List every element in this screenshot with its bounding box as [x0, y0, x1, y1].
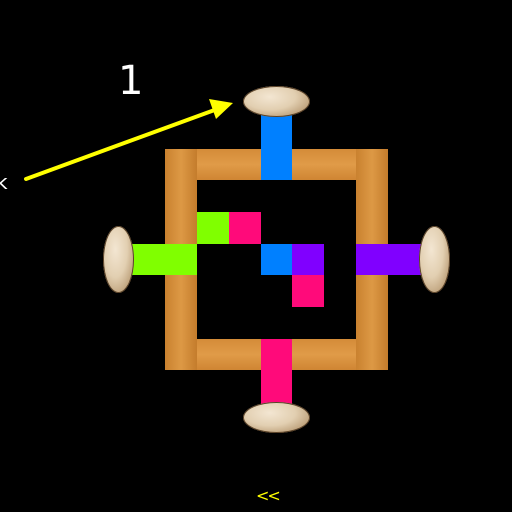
- hint-step-number: 1: [118, 58, 144, 104]
- plunger-knob-bottom[interactable]: [243, 402, 310, 433]
- blue-block[interactable]: [261, 244, 292, 275]
- plunger-knob-left[interactable]: [103, 226, 134, 293]
- pink-block-top[interactable]: [229, 212, 261, 244]
- plunger-rod-left[interactable]: [130, 244, 197, 275]
- plunger-rod-right[interactable]: [356, 244, 422, 275]
- hint-edge-label: k: [0, 170, 8, 194]
- bottom-marker: <<: [256, 486, 281, 505]
- purple-block[interactable]: [292, 244, 324, 275]
- plunger-knob-right[interactable]: [419, 226, 450, 293]
- green-block[interactable]: [197, 212, 229, 244]
- plunger-rod-top[interactable]: [261, 112, 292, 180]
- pink-block-bottom[interactable]: [292, 275, 324, 307]
- plunger-knob-top[interactable]: [243, 86, 310, 117]
- plunger-rod-bottom[interactable]: [261, 339, 292, 407]
